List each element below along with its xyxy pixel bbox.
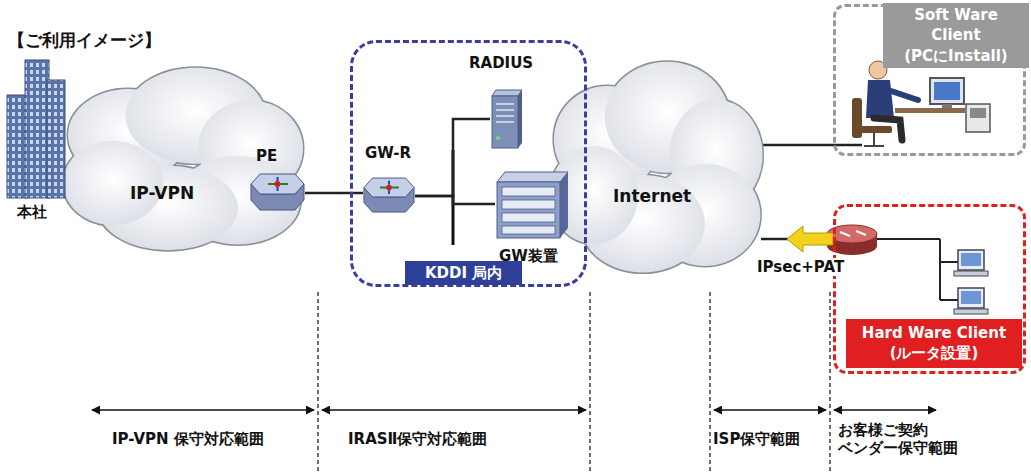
- node-label: Soft Ware Client (PCにInstall): [883, 3, 1029, 68]
- server-shape: [490, 88, 524, 150]
- cloud-network: Internet: [545, 55, 767, 277]
- server-icon: RADIUS: [490, 88, 524, 150]
- node-label: Internet: [613, 186, 691, 206]
- pc-user: [852, 61, 990, 146]
- connector: [415, 196, 495, 204]
- connector: [761, 226, 833, 252]
- client-group: Soft Ware Client (PCにInstall): [833, 4, 1026, 156]
- node-label: GW-R: [365, 144, 411, 162]
- gateway-device: GW装置: [495, 168, 570, 240]
- building-icon: 本社: [5, 55, 67, 200]
- node-label: GW装置: [499, 247, 558, 265]
- lan-wire: [877, 239, 958, 300]
- edge-label: IPsec+PAT: [754, 258, 847, 276]
- building-shape: [5, 55, 67, 200]
- router-icon: GW-R: [363, 175, 415, 217]
- connector: [415, 119, 490, 196]
- node-label: IP-VPN: [130, 183, 194, 203]
- client-group: Hard Ware Client (ルータ設置): [833, 204, 1026, 374]
- diagram-title: 【ご利用イメージ】: [8, 30, 161, 50]
- scope-label: IP-VPN 保守対応範囲: [112, 430, 264, 448]
- node-label: Hard Ware Client (ルータ設置): [846, 319, 1022, 368]
- scope-label: IRASⅡ保守対応範囲: [348, 430, 487, 448]
- node-label: RADIUS: [469, 54, 533, 72]
- node-label: 本社: [17, 203, 47, 221]
- router-shape: [250, 172, 305, 214]
- scope-label: ISP保守範囲: [713, 430, 800, 448]
- gwdev-shape: [495, 168, 570, 240]
- scope-arrow: [92, 409, 936, 411]
- connector: [759, 145, 833, 146]
- router-icon: PE: [250, 172, 305, 214]
- scope-divider: [318, 292, 830, 474]
- cloud-shape: [545, 55, 767, 277]
- scope-label: お客様ご契約 ベンダー保守範囲: [838, 421, 960, 457]
- wire: [833, 144, 862, 147]
- router-shape: [363, 175, 415, 217]
- pc-icon: [954, 250, 988, 314]
- site-boundary: KDDI 局内GW-RRADIUSGW装置: [350, 40, 587, 287]
- connector: [305, 193, 363, 194]
- node-label: PE: [256, 147, 277, 165]
